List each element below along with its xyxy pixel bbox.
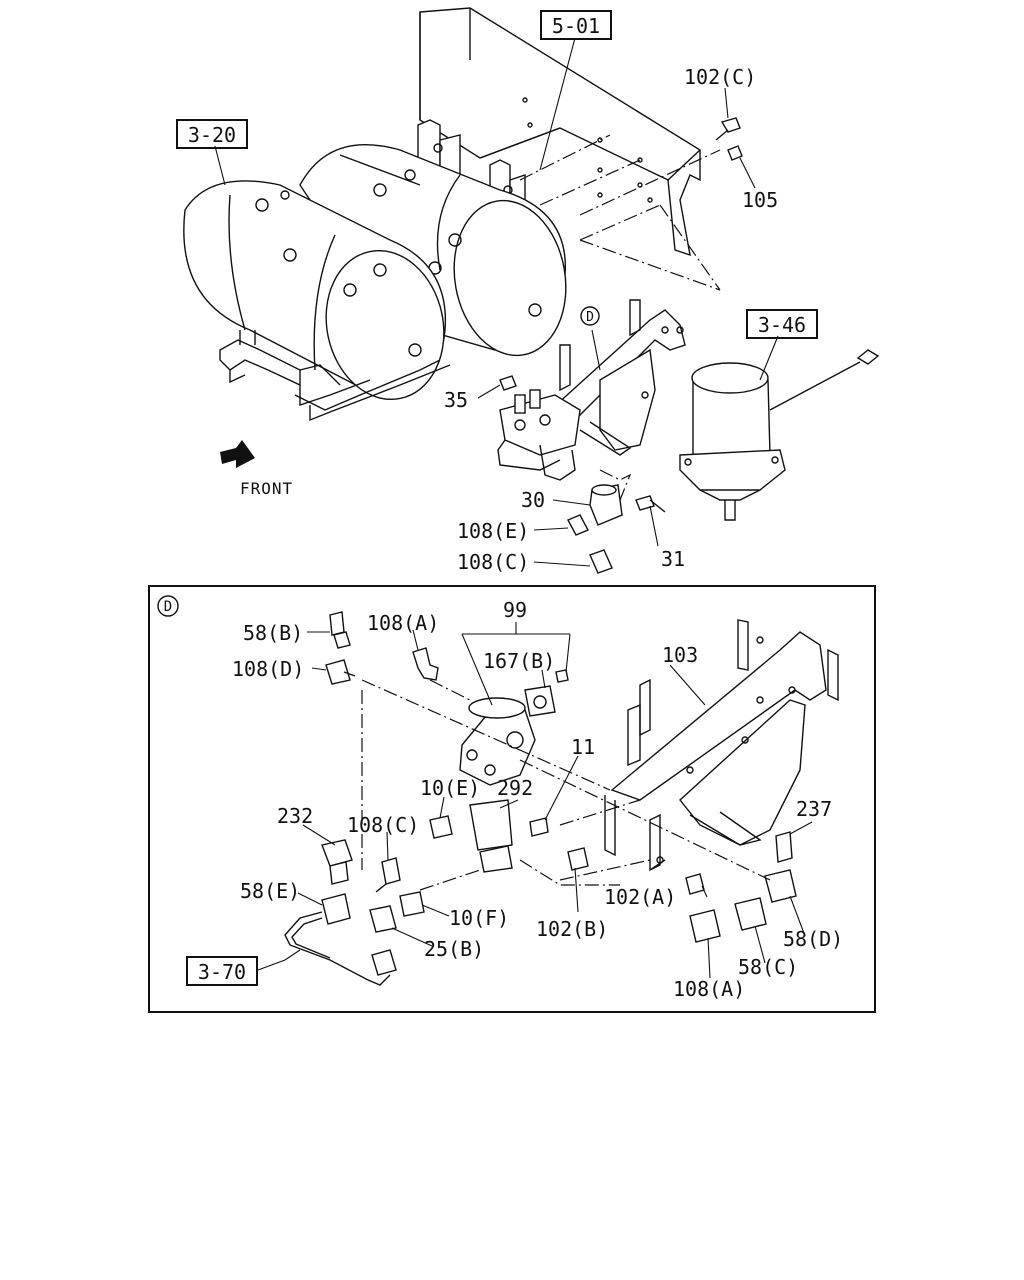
- part-102b-label: 102(B): [536, 917, 608, 941]
- part-10e-label: 10(E): [420, 776, 480, 800]
- part-11-label: 11: [571, 735, 595, 759]
- part-167b-label: 167(B): [483, 649, 555, 673]
- part-58c-label: 58(C): [738, 955, 798, 979]
- front-arrow-icon: [220, 440, 255, 468]
- part-108e-label: 108(E): [457, 519, 529, 543]
- ref-3-70-label[interactable]: 3-70: [198, 960, 246, 984]
- tubing-3-70: [284, 911, 397, 986]
- part-58b-label: 58(B): [243, 621, 303, 645]
- part-102c-label: 102(C): [684, 65, 756, 89]
- detail-d-frame: [148, 585, 876, 1013]
- front-label: FRONT: [240, 479, 293, 498]
- bracket-103: [604, 619, 839, 872]
- relay-valve-99: [459, 685, 556, 786]
- part-292-label: 292: [497, 776, 533, 800]
- ref-5-01-box: [540, 10, 612, 40]
- part-58d-label: 58(D): [783, 927, 843, 951]
- detail-leaders: [257, 622, 813, 979]
- part-31-label: 31: [661, 547, 685, 571]
- part-25b-label: 25(B): [424, 937, 484, 961]
- upper-dash-lines: [519, 134, 721, 501]
- frame-rail: [419, 7, 701, 257]
- air-tank-rear: [299, 143, 567, 357]
- part-105-label: 105: [742, 188, 778, 212]
- part-232-label: 232: [277, 804, 313, 828]
- detail-d-marker-text: D: [164, 599, 172, 615]
- air-tank-front: [183, 180, 447, 401]
- part-102a-label: 102(A): [604, 885, 676, 909]
- ref-5-01-label[interactable]: 5-01: [552, 14, 600, 38]
- part-103-label: 103: [662, 643, 698, 667]
- part-10f-label: 10(F): [449, 906, 509, 930]
- air-dryer: [679, 349, 880, 521]
- part-108a-top-label: 108(A): [367, 611, 439, 635]
- part-108d-label: 108(D): [232, 657, 304, 681]
- small-parts-upper: [499, 117, 743, 574]
- part-30-label: 30: [521, 488, 545, 512]
- tank-cradles: [219, 339, 451, 422]
- detail-dash-lines: [361, 679, 771, 891]
- upper-leaders: [214, 37, 779, 567]
- ref-3-70-box: [186, 956, 258, 986]
- detail-d-marker-upper: [580, 306, 600, 326]
- ref-3-20-box: [176, 119, 248, 149]
- ref-3-20-label[interactable]: 3-20: [188, 123, 236, 147]
- ref-3-46-label[interactable]: 3-46: [758, 313, 806, 337]
- ref-3-46-box: [746, 309, 818, 339]
- detail-d-marker: [157, 595, 179, 617]
- detail-d-marker-upper-text: D: [586, 310, 594, 325]
- part-58e-label: 58(E): [240, 879, 300, 903]
- part-108c-upper-label: 108(C): [457, 550, 529, 574]
- part-108a-bottom-label: 108(A): [673, 977, 745, 1001]
- detail-fittings: [321, 611, 797, 943]
- relay-valve-assembly: [497, 389, 581, 481]
- valve-bracket: [543, 299, 686, 456]
- part-108c-label: 108(C): [347, 813, 419, 837]
- part-35-label: 35: [444, 388, 468, 412]
- part-99-label: 99: [503, 598, 527, 622]
- part-237-label: 237: [796, 797, 832, 821]
